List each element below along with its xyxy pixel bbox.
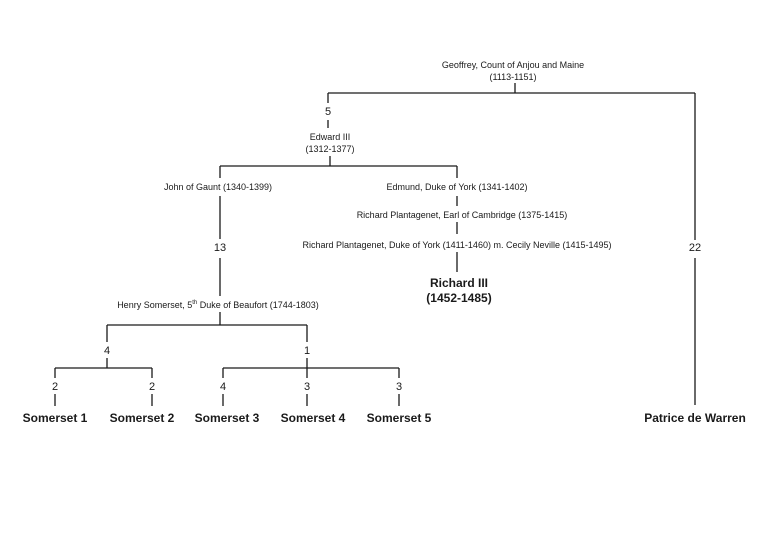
node-edward-iii: Edward III (1312-1377) [305,131,354,155]
henry-somerset-ordinal: th [192,300,198,306]
node-patrice-de-warren: Patrice de Warren [644,411,746,425]
node-somerset-2: Somerset 2 [109,411,175,425]
richard-iii-dates: (1452-1485) [426,291,492,305]
generation-count: 13 [213,242,227,254]
node-henry-somerset: Henry Somerset, 5th Duke of Beaufort (17… [117,299,319,311]
generation-count: 4 [219,381,227,393]
richard-iii-name: Richard III [429,276,489,290]
node-somerset-1: Somerset 1 [22,411,88,425]
node-somerset-3: Somerset 3 [194,411,260,425]
generation-count: 5 [324,106,332,118]
node-geoffrey: Geoffrey, Count of Anjou and Maine (1113… [442,59,584,83]
node-john-of-gaunt: John of Gaunt (1340-1399) [163,182,273,192]
henry-somerset-name: Henry Somerset, 5 [117,300,193,310]
node-richard-iii: Richard III (1452-1485) [426,276,491,306]
edward-iii-name: Edward III [309,132,351,142]
generation-count: 2 [51,381,59,393]
henry-somerset-title: Duke of Beaufort (1744-1803) [197,300,319,310]
geoffrey-dates: (1113-1151) [489,72,537,82]
edward-iii-dates: (1312-1377) [305,144,355,154]
generation-count: 3 [395,381,403,393]
generation-count: 1 [303,345,311,357]
node-richard-cambridge: Richard Plantagenet, Earl of Cambridge (… [356,210,568,220]
node-edmund: Edmund, Duke of York (1341-1402) [386,182,528,192]
node-somerset-4: Somerset 4 [280,411,346,425]
node-somerset-5: Somerset 5 [366,411,432,425]
generation-count: 2 [148,381,156,393]
generation-count: 4 [103,345,111,357]
generation-count: 3 [303,381,311,393]
geoffrey-name: Geoffrey, Count of Anjou and Maine [441,60,585,70]
node-richard-york: Richard Plantagenet, Duke of York (1411-… [302,240,612,250]
generation-count: 22 [688,242,702,254]
